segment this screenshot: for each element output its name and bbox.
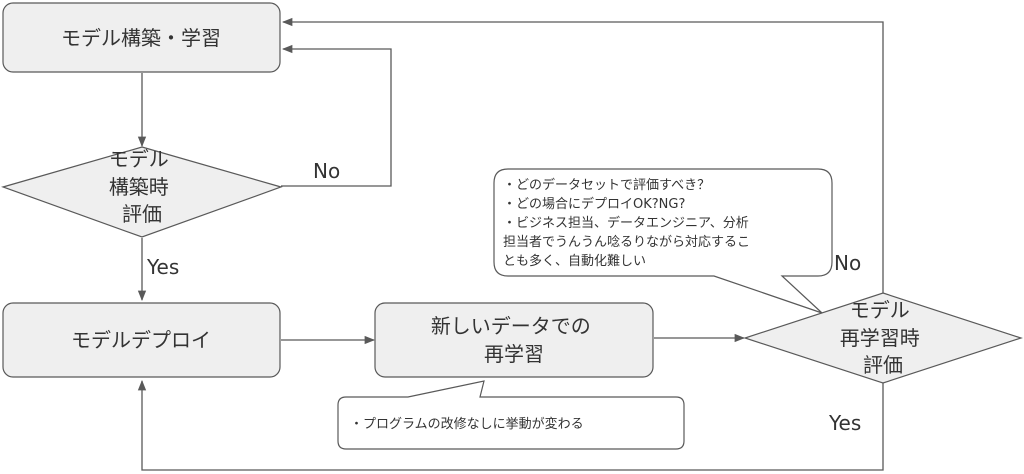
edge-label-build-eval-no: No (313, 159, 340, 183)
callout-retrain-note (337, 380, 685, 450)
edge-label-retrain-eval-yes: Yes (828, 411, 861, 435)
node-retrain-eval-label: モデル 再学習時 評価 (840, 298, 926, 377)
node-build-eval-label: モデル 構築時 評価 (109, 147, 175, 226)
node-retrain (374, 302, 654, 378)
node-build-train (2, 2, 281, 73)
node-build-train-label: モデル構築・学習 (61, 26, 221, 50)
node-retrain-eval (743, 292, 1023, 384)
node-deploy-label: モデルデプロイ (71, 328, 211, 352)
edge-label-build-eval-yes: Yes (146, 255, 179, 279)
node-deploy (2, 302, 281, 378)
node-retrain-label: 新しいデータでの 再学習 (431, 314, 597, 366)
edge-eval-no-loop (281, 44, 392, 187)
node-build-eval (1, 146, 283, 238)
callout-eval-questions-text: ・どのデータセットで評価すべき？ ・どの場合にデプロイOK?NG? ・ビジネス担… (503, 177, 754, 269)
edge-retrain-eval-no-loop (281, 17, 884, 293)
callout-eval-questions (493, 168, 833, 314)
edge-label-retrain-eval-no: No (834, 251, 861, 275)
edge-retrain-eval-yes-loop (137, 379, 884, 471)
callout-retrain-note-text: ・プログラムの改修なしに挙動が変わる (350, 416, 584, 432)
